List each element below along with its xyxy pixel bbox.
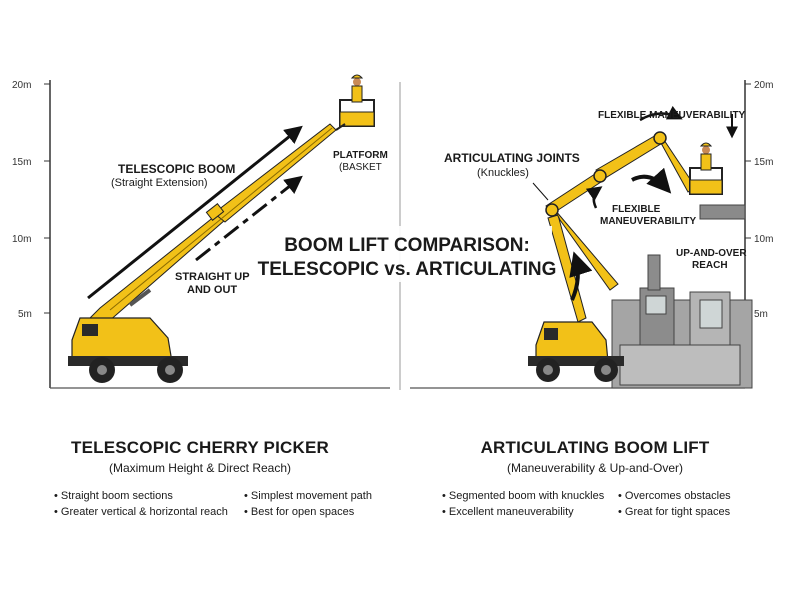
articulating-joints-label: ARTICULATING JOINTS [444,151,580,165]
telescopic-boom-sublabel: (Straight Extension) [111,177,208,189]
bullet-item: Segmented boom with knuckles [442,488,604,504]
articulating-platform-basket [689,142,723,195]
flexible-maneuverability-top: FLEXIBLE MANEUVERABILITY [598,110,746,121]
axis-tick-20m: 20m [12,80,31,91]
axis-tick-10m: 10m [12,234,31,245]
bullet-item: Straight boom sections [54,488,228,504]
telescopic-platform-basket [335,74,375,131]
articulating-bullets-col2: Overcomes obstacles Great for tight spac… [618,488,731,520]
flex-arrow-mid [631,167,672,194]
telescopic-boom-label: TELESCOPIC BOOM [118,162,235,176]
flex-arrow-top [639,105,683,122]
articulating-chassis [528,321,624,382]
straight-up-label-line2: AND OUT [187,284,237,296]
telescopic-description: TELESCOPIC CHERRY PICKER (Maximum Height… [40,438,360,475]
comparison-descriptions: TELESCOPIC CHERRY PICKER (Maximum Height… [0,438,800,588]
industrial-machinery-obstacle [611,204,753,389]
up-and-over-label-line2: REACH [692,260,728,271]
up-and-over-label-line1: UP-AND-OVER [676,248,747,259]
axis-tick-5m: 5m [18,309,32,320]
bullet-item: Excellent maneuverability [442,504,604,520]
telescopic-heading: TELESCOPIC CHERRY PICKER [71,438,329,457]
axis-tick-20m-right: 20m [754,80,773,91]
bullet-item: Simplest movement path [244,488,372,504]
straight-up-arrow [195,175,303,262]
bullet-item: Greater vertical & horizontal reach [54,504,228,520]
telescopic-bullets-col1: Straight boom sections Greater vertical … [54,488,228,520]
platform-sublabel: (BASKET [339,162,382,173]
left-height-axis: 20m 15m 10m 5m [12,80,51,388]
bullet-item: Best for open spaces [244,504,372,520]
main-title-line1: BOOM LIFT COMPARISON: [284,235,530,256]
knuckle-joint-3 [653,131,667,145]
articulating-bullets-col1: Segmented boom with knuckles Excellent m… [442,488,604,520]
telescopic-subheading: (Maximum Height & Direct Reach) [108,461,292,475]
flexible-label-line1: FLEXIBLE [612,204,661,215]
telescopic-chassis [68,317,188,383]
bullet-item: Great for tight spaces [618,504,731,520]
joints-pointer [532,182,549,201]
axis-tick-10m-right: 10m [754,234,773,245]
flex-arrow-side [585,186,603,209]
telescopic-lift-illustration [68,74,375,383]
telescopic-reach-arrow [87,125,303,300]
flexible-label-line2: MANEUVERABILITY [600,216,696,227]
axis-tick-15m-right: 15m [754,157,773,168]
telescopic-bullets-col2: Simplest movement path Best for open spa… [244,488,372,520]
articulating-description: ARTICULATING BOOM LIFT (Maneuverability … [430,438,760,475]
telescopic-boom [89,123,337,323]
up-arrow-left [569,251,593,301]
main-title-line2: TELESCOPIC vs. ARTICULATING [258,259,557,280]
articulating-boom [545,131,697,323]
straight-up-label-line1: STRAIGHT UP [175,271,250,283]
articulating-joints-sublabel: (Knuckles) [477,167,529,179]
articulating-subheading: (Maneuverability & Up-and-Over) [506,461,684,475]
bullet-item: Overcomes obstacles [618,488,731,504]
knuckle-joint-2 [593,169,607,183]
axis-tick-15m: 15m [12,157,31,168]
diagram-canvas: 20m 15m 10m 5m 20m 15m 10m 5m [12,74,773,390]
axis-tick-5m-right: 5m [754,309,768,320]
articulating-lift-illustration [528,105,753,389]
articulating-heading: ARTICULATING BOOM LIFT [480,438,710,457]
knuckle-joint-1 [545,203,559,217]
platform-label: PLATFORM [333,150,388,161]
